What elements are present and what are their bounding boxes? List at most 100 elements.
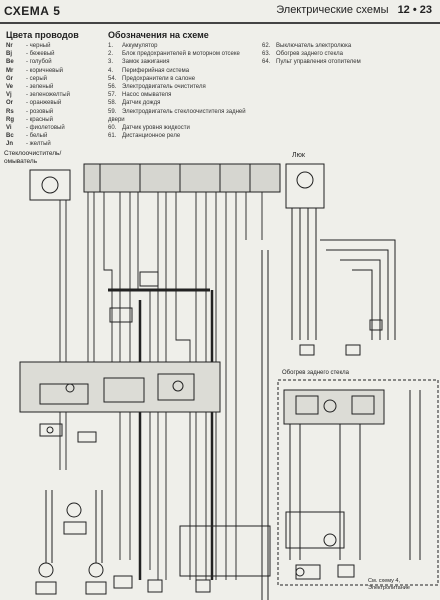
designations-title: Обозначения на схеме bbox=[108, 30, 209, 40]
designation-text: Обогрев заднего стекла bbox=[276, 51, 344, 58]
wire-color-row: Ve - зеленый bbox=[6, 83, 70, 91]
designation-row: 4. Периферийная система bbox=[108, 67, 258, 75]
wire-color-code: Ve bbox=[6, 84, 14, 91]
wire-color-name: - оранжевый bbox=[26, 100, 62, 107]
wire-color-code: Bc bbox=[6, 133, 14, 140]
wire-color-name: - зеленожелтый bbox=[26, 92, 70, 99]
section-title: Электрические схемы 12 • 23 bbox=[276, 4, 432, 16]
designation-number: 4. bbox=[108, 67, 114, 74]
designation-row: 54.Предохранители в салоне bbox=[108, 75, 258, 83]
wire-color-row: Bj - бежевый bbox=[6, 50, 70, 58]
wire-color-code: Or bbox=[6, 100, 14, 107]
wire-color-row: Jn - желтый bbox=[6, 140, 70, 148]
header-rule bbox=[0, 22, 440, 24]
designations-list-2: 62. Выключатель электролюка 63. Обогрев зад… bbox=[262, 42, 432, 67]
designation-row: 63. Обогрев заднего стекла bbox=[262, 50, 432, 58]
wire-color-code: Mr bbox=[6, 67, 14, 74]
designation-text: Насос омывателя bbox=[122, 92, 172, 99]
designation-number: 61. bbox=[108, 133, 117, 140]
designation-number: 57. bbox=[108, 92, 117, 99]
wire-colors-title: Цвета проводов bbox=[6, 30, 79, 40]
wire-color-code: Rg bbox=[6, 116, 14, 123]
wire-color-row: Mr - коричневый bbox=[6, 67, 70, 75]
wire-color-row: Or - оранжевый bbox=[6, 99, 70, 107]
wire-color-name: - розовый bbox=[26, 108, 54, 115]
wire-color-code: Bj bbox=[6, 51, 12, 58]
wire-color-code: Vj bbox=[6, 92, 12, 99]
rear-heat-label: Обогрев заднего стекла bbox=[282, 370, 350, 376]
wire-color-name: - черный bbox=[26, 43, 51, 49]
designation-text: Пульт управления отопителем bbox=[276, 59, 361, 66]
designation-number: 63. bbox=[262, 51, 271, 58]
designation-number: 54. bbox=[108, 75, 117, 82]
designation-text: Периферийная система bbox=[122, 67, 190, 74]
wiper-label: Стеклоочиститель/омыватель bbox=[4, 150, 62, 165]
wire-color-name: - серый bbox=[26, 75, 48, 82]
designation-text: Датчик уровня жидкости bbox=[122, 125, 190, 132]
scheme-number: СХЕМА 5 bbox=[4, 4, 61, 18]
wire-color-code: Gr bbox=[6, 75, 14, 82]
wire-color-code: Nr bbox=[6, 43, 13, 49]
designation-row: 1. Аккумулятор bbox=[108, 42, 258, 50]
wire-color-row: Vi - фиолетовый bbox=[6, 124, 70, 132]
designation-number: 3. bbox=[108, 59, 114, 66]
designation-text: Замок зажигания bbox=[122, 59, 170, 66]
page-header: СХЕМА 5 Электрические схемы 12 • 23 bbox=[0, 0, 440, 24]
designation-text: Электродвигатель стеклоочистителя задней… bbox=[108, 108, 246, 123]
designation-text: Датчик дождя bbox=[122, 100, 161, 107]
designations-list: 1. Аккумулятор 2. Блок предохранителей в мо… bbox=[108, 42, 258, 140]
sunroof-label: Люк bbox=[292, 152, 305, 159]
designation-number: 62. bbox=[262, 43, 271, 49]
sunroof-switch bbox=[285, 163, 325, 209]
designation-number: 59. bbox=[108, 108, 117, 115]
designation-number: 56. bbox=[108, 84, 117, 91]
wiper-motor bbox=[29, 169, 71, 201]
designation-row: 2. Блок предохранителей в моторном отсеке bbox=[108, 50, 258, 58]
designation-number: 64. bbox=[262, 59, 271, 66]
wire-color-name: - зеленый bbox=[26, 84, 54, 91]
designation-row: 56. Электродвигатель очистителя bbox=[108, 83, 258, 91]
wire-color-name: - бежевый bbox=[26, 51, 55, 58]
designation-row: 3. Замок зажигания bbox=[108, 58, 258, 66]
page-number: 12 • 23 bbox=[397, 4, 432, 16]
wire-color-row: Gr - серый bbox=[6, 75, 70, 83]
designation-row: 57. Насос омывателя bbox=[108, 91, 258, 99]
wire-color-name: - голубой bbox=[26, 59, 52, 66]
designation-number: 2. bbox=[108, 51, 114, 58]
designation-row: 62. Выключатель электролюка bbox=[262, 42, 432, 50]
wire-color-name: - белый bbox=[26, 133, 48, 140]
connector-block-top bbox=[83, 163, 281, 193]
designation-row: 60. Датчик уровня жидкости bbox=[108, 124, 258, 132]
wire-color-code: Rs bbox=[6, 108, 14, 115]
wire-color-code: Be bbox=[6, 59, 14, 66]
designation-row: 59.Электродвигатель стеклоочистителя зад… bbox=[108, 108, 258, 124]
wire-color-row: Be - голубой bbox=[6, 58, 70, 66]
designation-number: 60. bbox=[108, 125, 117, 132]
rear-heat-frame bbox=[277, 379, 439, 586]
designation-text: Блок предохранителей в моторном отсеке bbox=[122, 51, 240, 58]
reference-note: См. схему 4, Электропитание bbox=[368, 578, 410, 591]
designation-row: 64. Пульт управления отопителем bbox=[262, 58, 432, 66]
designation-text: Выключатель электролюка bbox=[276, 43, 352, 49]
wire-color-name: - желтый bbox=[26, 141, 51, 148]
wiring-diagram bbox=[19, 163, 439, 600]
wire-color-row: Bc - белый bbox=[6, 132, 70, 140]
designation-text: Аккумулятор bbox=[122, 43, 158, 49]
designation-text: Электродвигатель очистителя bbox=[122, 84, 206, 91]
wire-color-name: - коричневый bbox=[26, 67, 64, 74]
wire-color-row: Rs - розовый bbox=[6, 108, 70, 116]
designation-row: 58. Датчик дождя bbox=[108, 99, 258, 107]
wire-color-code: Vi bbox=[6, 125, 12, 132]
wire-color-name: - красный bbox=[26, 116, 53, 123]
designation-number: 1. bbox=[108, 43, 114, 49]
wire-color-row: Vj - зеленожелтый bbox=[6, 91, 70, 99]
lower-connector bbox=[179, 525, 271, 577]
designation-text: Дистанционное реле bbox=[122, 133, 181, 140]
designation-number: 58. bbox=[108, 100, 117, 107]
section-name: Электрические схемы bbox=[276, 4, 389, 16]
wire-color-row: Rg - красный bbox=[6, 116, 70, 124]
wire-color-name: - фиолетовый bbox=[26, 125, 65, 132]
wire-color-row: Nr - черный bbox=[6, 42, 70, 50]
wire-color-code: Jn bbox=[6, 141, 14, 148]
designation-row: 61. Дистанционное реле bbox=[108, 132, 258, 140]
